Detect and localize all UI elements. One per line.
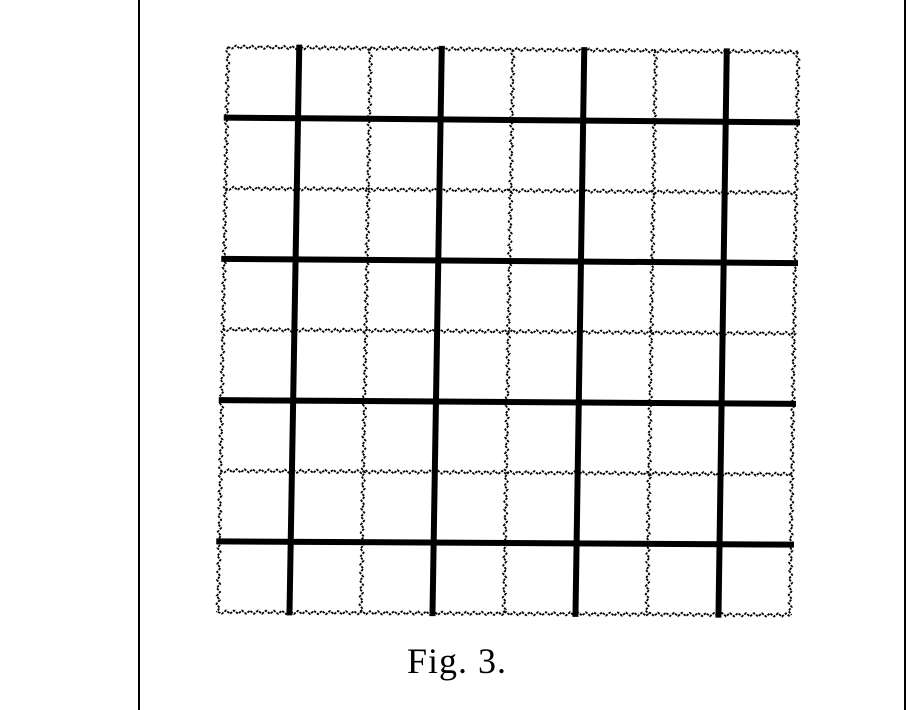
figure-caption: Fig. 3.	[406, 641, 508, 681]
thick-horizontal-line	[218, 397, 797, 407]
thick-vertical-line	[429, 45, 445, 617]
left-frame-line	[138, 0, 140, 710]
thick-horizontal-line	[216, 538, 795, 548]
thick-vertical-line	[286, 44, 303, 616]
thin-vertical-line	[501, 49, 516, 615]
thin-horizontal-line	[222, 326, 795, 337]
thin-vertical-line	[358, 47, 374, 614]
right-frame-line	[904, 0, 906, 710]
thin-horizontal-line	[220, 468, 793, 477]
thin-vertical-line	[787, 51, 801, 616]
thin-vertical-line	[644, 50, 659, 615]
thin-vertical-line	[215, 46, 231, 613]
grid-lines-group	[215, 44, 801, 618]
thick-vertical-line	[572, 47, 588, 617]
thick-vertical-line	[715, 48, 730, 618]
thick-horizontal-line	[221, 255, 799, 267]
